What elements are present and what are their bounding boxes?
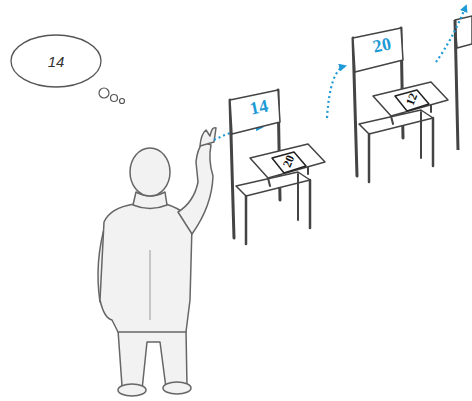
chair-back xyxy=(230,90,280,134)
chair-leg xyxy=(309,180,312,228)
chair-post xyxy=(455,20,458,150)
bubble-outline xyxy=(11,35,101,87)
man-raised-arm xyxy=(178,142,213,234)
dotted-arrow xyxy=(327,66,345,118)
chair-back xyxy=(353,28,403,72)
node-outline xyxy=(222,88,327,248)
numbered-chair: 2012 xyxy=(345,26,450,186)
man-legs xyxy=(118,330,187,390)
chair-partial xyxy=(455,16,472,150)
thought-dot xyxy=(111,95,118,102)
chair-back xyxy=(455,16,472,48)
thought-bubble: 14 xyxy=(10,34,102,88)
chair-leg xyxy=(297,174,299,220)
thought-text: 14 xyxy=(10,34,102,88)
onward-arrow xyxy=(436,6,466,62)
man-foot xyxy=(118,384,146,396)
man-figure xyxy=(98,128,216,396)
chair-leg xyxy=(420,112,422,158)
chair-leg xyxy=(368,134,371,182)
thought-dot xyxy=(99,88,109,98)
man-foot xyxy=(163,382,191,394)
numbered-chair: 1420 xyxy=(222,88,327,248)
man-torso xyxy=(100,204,192,332)
desk-support xyxy=(268,178,270,186)
man-hand xyxy=(200,128,216,146)
chair-desk xyxy=(250,144,325,178)
chair-leg xyxy=(432,118,435,166)
jacket-seam xyxy=(150,250,151,320)
thought-dot xyxy=(120,99,125,104)
chair-leg xyxy=(245,196,248,244)
chair-desk xyxy=(373,82,448,116)
desk-support xyxy=(391,116,393,124)
man-head xyxy=(130,148,170,196)
node-outline xyxy=(345,26,450,186)
